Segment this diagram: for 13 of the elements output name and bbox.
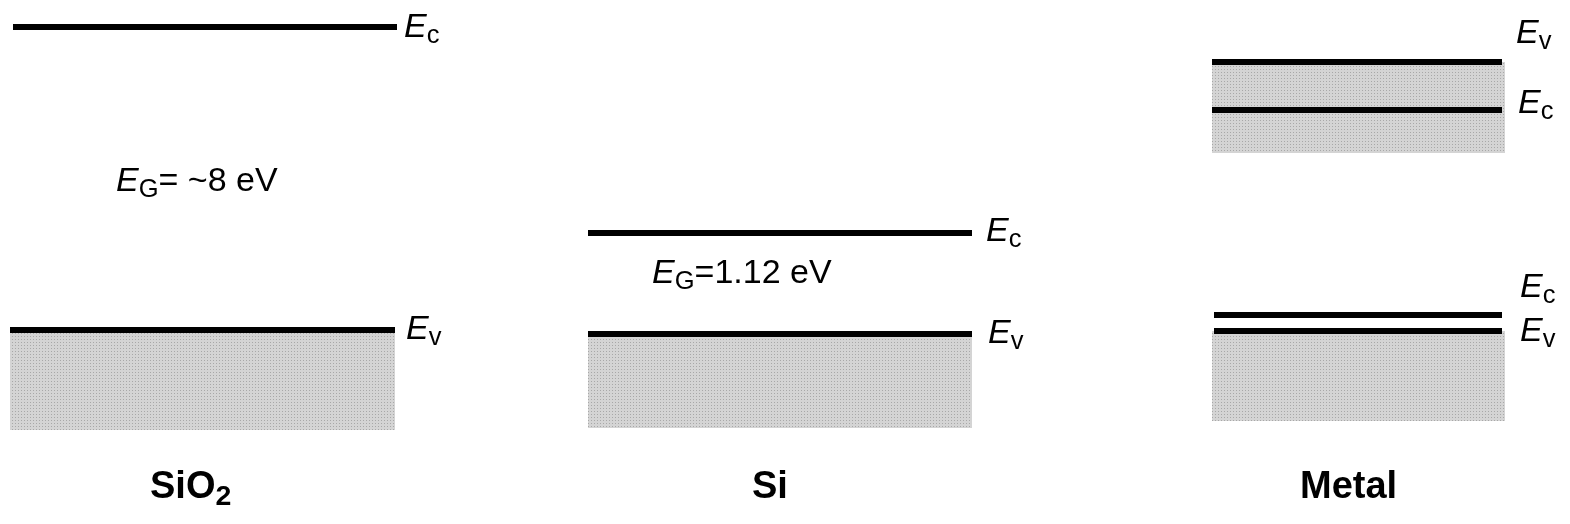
- energy-level-label: E$_{c}$: [404, 8, 440, 42]
- material-label: Si: [752, 466, 788, 504]
- band-gap-label: E$_{G}$=1.12 eV: [652, 254, 832, 288]
- energy-level-label: E$_{v}$: [406, 310, 442, 344]
- energy-level-label: E$_{c}$: [1520, 268, 1556, 302]
- energy-level-label: E$_{c}$: [1518, 84, 1554, 118]
- material-label: SiO$_{2}$: [150, 466, 232, 504]
- energy-level-label: E$_{v}$: [1520, 312, 1556, 346]
- energy-level-label: E$_{v}$: [1516, 14, 1552, 48]
- energy-level-label: E$_{v}$: [988, 314, 1024, 348]
- band-gap-label: E$_{G}$= ~8 eV: [116, 162, 278, 196]
- material-label: Metal: [1300, 466, 1398, 504]
- energy-level-label: E$_{c}$: [986, 212, 1022, 246]
